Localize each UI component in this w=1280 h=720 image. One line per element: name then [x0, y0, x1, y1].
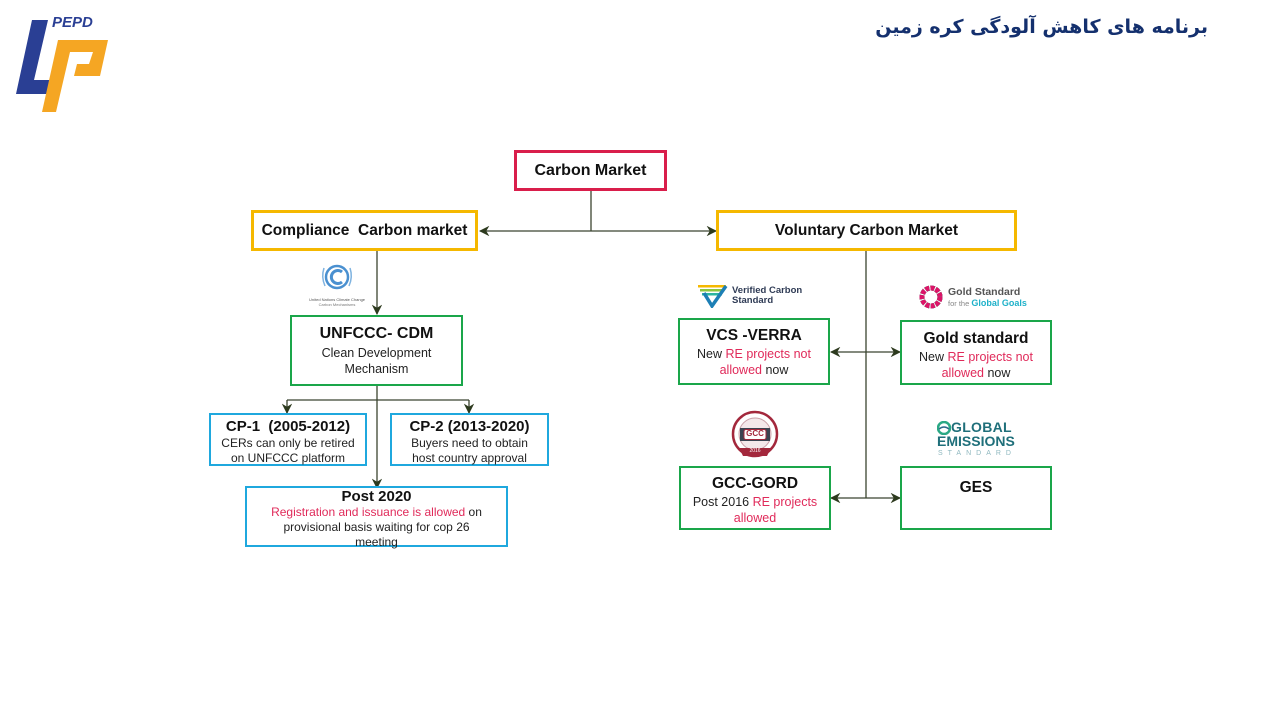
node-carbon-market: Carbon Market: [514, 150, 667, 191]
unfccc-logo: United Nations Climate Change Carbon Mec…: [306, 262, 368, 307]
node-gcc-gord: GCC-GORD Post 2016 RE projects allowed: [679, 466, 831, 530]
unfccc-logo-line2: Carbon Mechanisms: [318, 302, 356, 307]
node-desc: CERs can only be retired on UNFCCC platf…: [221, 436, 355, 465]
ges-logo-line2: EMISSIONS: [937, 433, 1015, 449]
vcs-logo: Verified Carbon Standard: [698, 284, 818, 310]
vcs-logo-line1: Verified Carbon: [732, 285, 803, 296]
node-gold-standard: Gold standard New RE projects not allowe…: [900, 320, 1052, 385]
un-emblem-icon: [321, 264, 353, 290]
gold-logo-for-the: for the: [948, 299, 972, 308]
desc-highlight: RE projects allowed: [733, 495, 818, 525]
page-title: برنامه های کاهش آلودگی کره زمین: [875, 16, 1208, 38]
node-desc: Clean Development Mechanism: [321, 346, 432, 376]
gold-logo-line1: Gold Standard: [948, 286, 1021, 298]
node-ges: GES: [900, 466, 1052, 530]
gold-logo-global-goals: Global Goals: [971, 298, 1027, 308]
ges-logo-line3: STANDARD: [938, 450, 1016, 457]
node-unfccc-cdm: UNFCCC- CDM Clean Development Mechanism: [290, 315, 463, 386]
node-title: UNFCCC- CDM: [319, 325, 434, 342]
gcc-logo: GCC 2016: [731, 410, 779, 460]
ges-logo-line1: GLOBAL: [951, 419, 1012, 435]
node-desc: Registration and issuance is allowed on …: [247, 505, 506, 550]
pepd-logo-mark: [16, 20, 108, 112]
node-cp2: CP-2 (2013-2020) Buyers need to obtain h…: [390, 413, 549, 466]
node-compliance-market: Compliance Carbon market: [251, 210, 478, 251]
desc-rest: on provisional basis waiting for cop 26 …: [283, 505, 482, 549]
node-desc: Buyers need to obtain host country appro…: [411, 436, 528, 465]
desc-highlight: RE projects not allowed: [719, 347, 811, 377]
node-title: Carbon Market: [534, 162, 647, 179]
node-desc: New RE projects not allowed now: [680, 346, 828, 378]
vcs-logo-line2: Standard: [732, 295, 774, 306]
sdg-wheel-icon: [919, 285, 943, 309]
node-post-2020: Post 2020 Registration and issuance is a…: [245, 486, 508, 550]
node-title: Compliance Carbon market: [261, 222, 468, 239]
ges-globe-icon: [937, 421, 951, 435]
desc-pre: New: [697, 347, 726, 361]
gold-standard-logo: Gold Standard for the Global Goals: [918, 284, 1038, 310]
node-vcs-verra: VCS -VERRA New RE projects not allowed n…: [678, 318, 830, 385]
gold-logo-line2: for the Global Goals: [948, 298, 1027, 309]
node-desc: New RE projects not allowed now: [902, 349, 1050, 381]
node-voluntary-market: Voluntary Carbon Market: [716, 210, 1017, 251]
desc-highlight: Registration and issuance is allowed: [271, 505, 466, 519]
node-title: Voluntary Carbon Market: [774, 222, 959, 239]
desc-highlight: RE projects not allowed: [941, 350, 1033, 380]
vcs-check-icon: [698, 284, 728, 308]
node-title: GES: [959, 479, 993, 496]
node-title: Gold standard: [923, 330, 1029, 347]
pepd-logo: PEPD: [14, 14, 114, 114]
pepd-logo-text: PEPD: [52, 14, 93, 31]
node-desc: Post 2016 RE projects allowed: [681, 494, 829, 526]
node-title: Post 2020: [341, 488, 412, 505]
gcc-seal-icon: [731, 410, 779, 458]
node-title: VCS -VERRA: [706, 327, 802, 344]
node-cp1: CP-1 (2005-2012) CERs can only be retire…: [209, 413, 367, 466]
desc-pre: New: [919, 350, 948, 364]
desc-pre: Post 2016: [692, 495, 753, 509]
node-title: CP-1 (2005-2012): [225, 418, 351, 435]
desc-post: now: [983, 366, 1011, 380]
gcc-logo-year: 2016: [749, 448, 761, 454]
node-title: GCC-GORD: [711, 475, 799, 492]
desc-post: now: [761, 363, 789, 377]
unfccc-logo-line1: United Nations Climate Change: [308, 297, 366, 302]
ges-logo: GLOBAL EMISSIONS STANDARD: [937, 420, 1037, 462]
gcc-logo-text: GCC: [746, 429, 764, 438]
node-title: CP-2 (2013-2020): [409, 418, 530, 435]
